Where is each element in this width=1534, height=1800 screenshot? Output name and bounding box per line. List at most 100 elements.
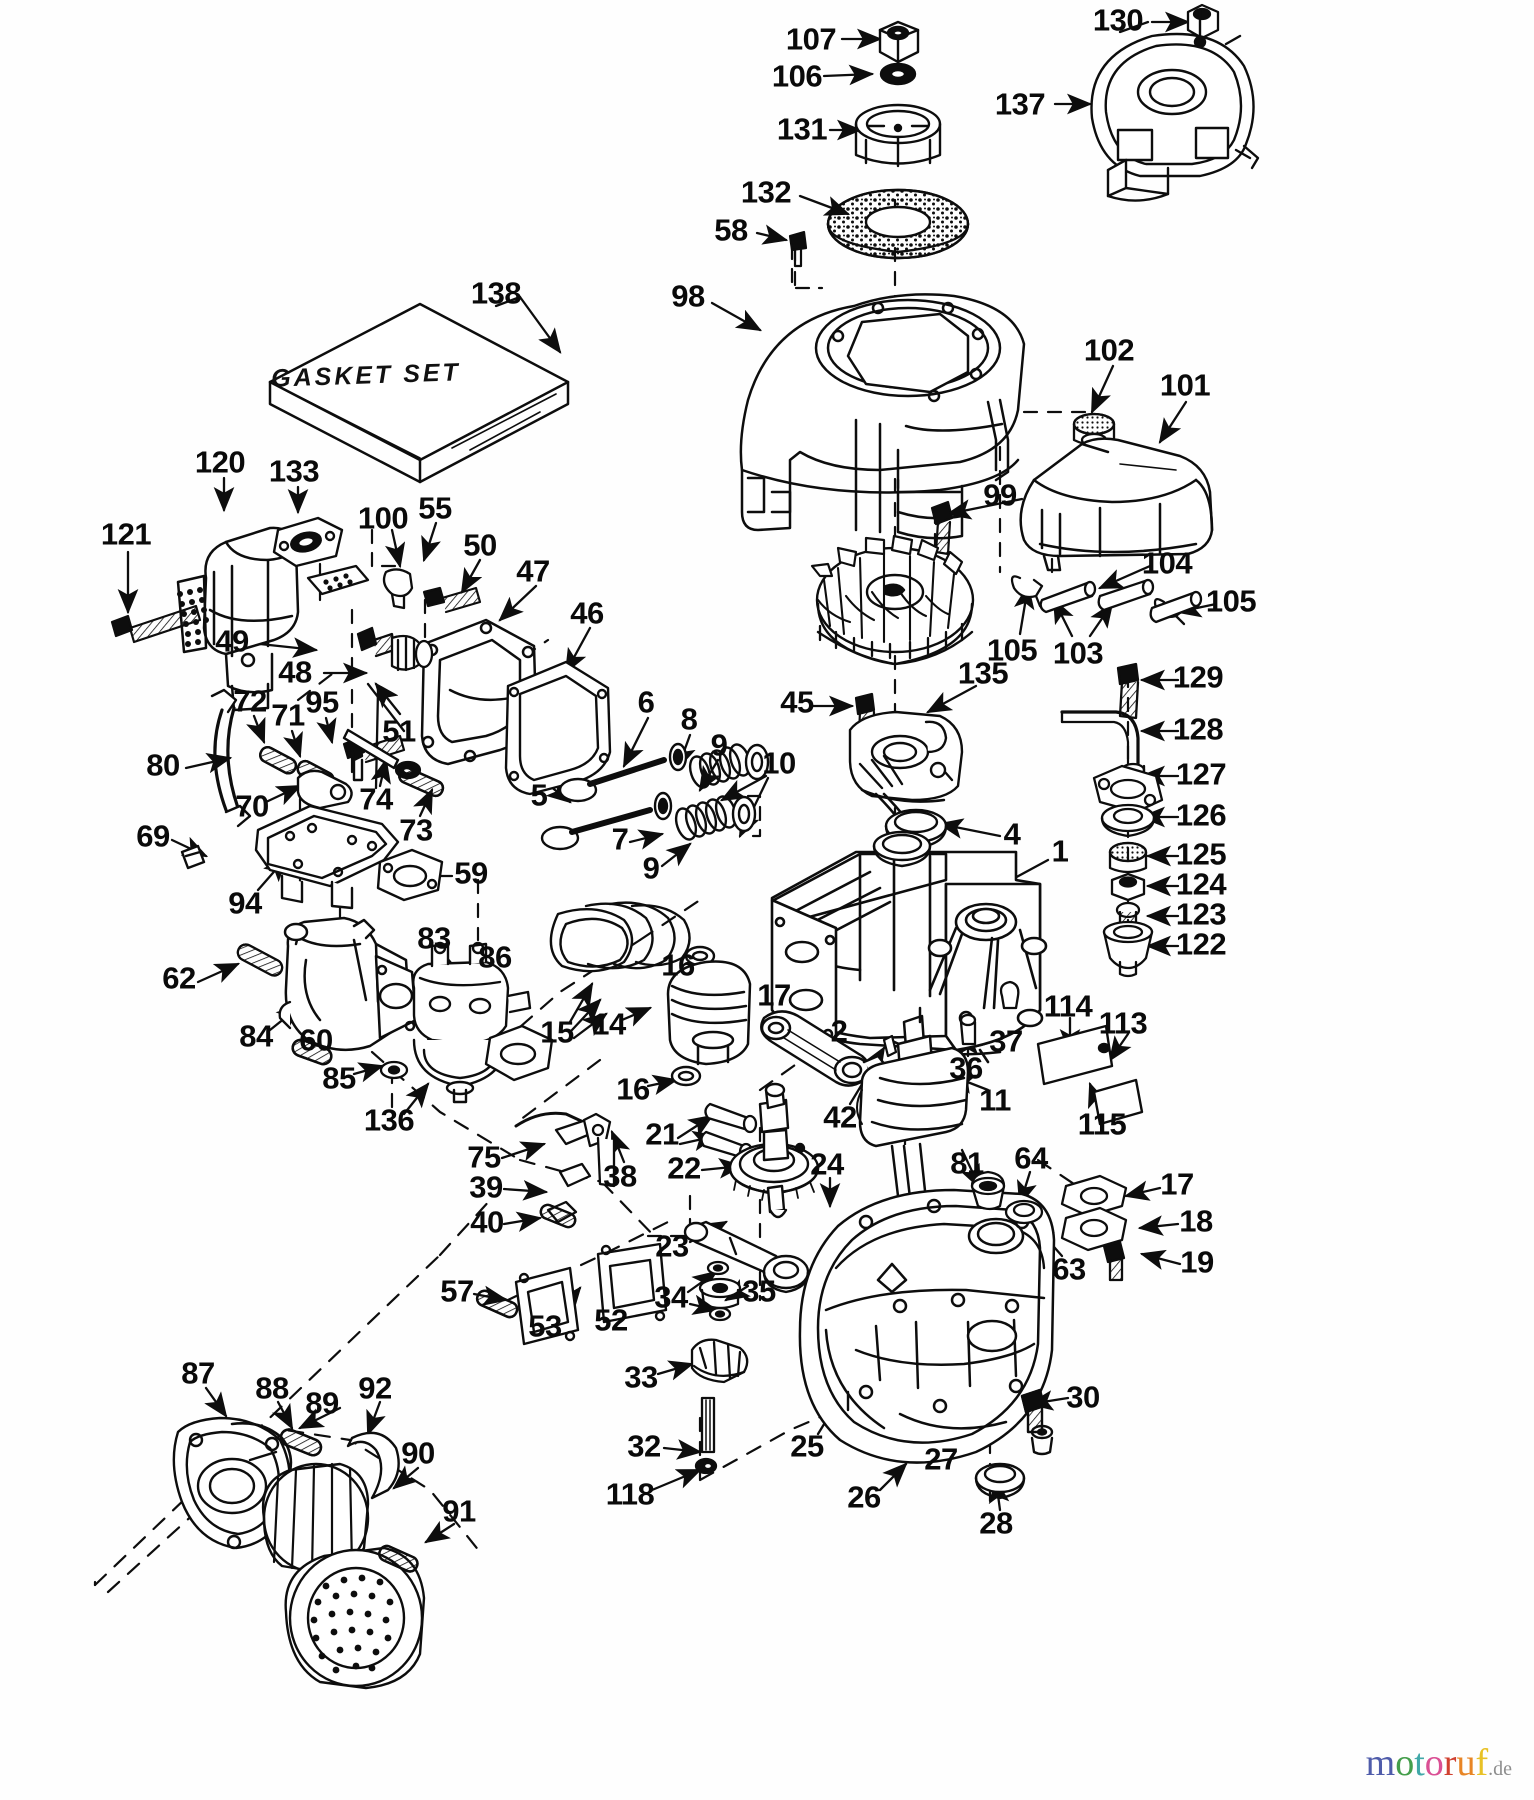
callout-number-19: 19 — [1180, 1244, 1214, 1280]
callout-number-24: 24 — [810, 1146, 844, 1182]
callout-number-100: 100 — [357, 500, 409, 536]
callout-number-73: 73 — [399, 812, 433, 848]
callout-number-7: 7 — [611, 821, 629, 857]
callout-number-17: 17 — [757, 977, 791, 1013]
callout-number-21: 21 — [645, 1116, 679, 1152]
callout-number-83: 83 — [417, 920, 451, 956]
callout-number-46: 46 — [570, 595, 604, 631]
callout-number-138: 138 — [470, 275, 522, 311]
callout-number-104: 104 — [1141, 545, 1193, 581]
callout-number-91: 91 — [442, 1493, 476, 1529]
callout-number-99: 99 — [983, 477, 1017, 513]
watermark-letter-0: m — [1365, 1742, 1396, 1784]
motoruf-watermark: motoruf.de — [1366, 1744, 1512, 1782]
callout-number-32: 32 — [627, 1428, 661, 1464]
callout-number-95: 95 — [305, 684, 339, 720]
watermark-tld: .de — [1488, 1758, 1512, 1780]
callout-number-131: 131 — [776, 111, 828, 147]
callout-number-63: 63 — [1052, 1251, 1086, 1287]
callout-number-53: 53 — [528, 1308, 562, 1344]
watermark-letter-6: f — [1475, 1742, 1489, 1784]
callout-number-51: 51 — [382, 713, 416, 749]
callout-number-38: 38 — [603, 1158, 637, 1194]
callout-number-94: 94 — [228, 885, 262, 921]
callout-number-28: 28 — [979, 1505, 1013, 1541]
callout-number-106: 106 — [771, 58, 823, 94]
callout-number-45: 45 — [780, 684, 814, 720]
callout-number-25: 25 — [790, 1428, 824, 1464]
callout-number-11: 11 — [979, 1082, 1011, 1118]
callout-number-17: 17 — [1160, 1166, 1194, 1202]
watermark-letter-2: t — [1414, 1742, 1425, 1784]
callout-number-35: 35 — [742, 1273, 776, 1309]
callout-number-127: 127 — [1175, 756, 1227, 792]
callout-number-49: 49 — [215, 623, 249, 659]
callout-number-48: 48 — [278, 654, 312, 690]
watermark-letter-1: o — [1395, 1742, 1415, 1784]
callout-number-135: 135 — [957, 655, 1009, 691]
callout-number-107: 107 — [785, 21, 837, 57]
callout-number-22: 22 — [667, 1150, 701, 1186]
callout-number-105: 105 — [1205, 583, 1257, 619]
callout-number-90: 90 — [401, 1435, 435, 1471]
callout-number-27: 27 — [924, 1441, 958, 1477]
callout-number-74: 74 — [359, 781, 393, 817]
callout-number-103: 103 — [1052, 635, 1104, 671]
callout-number-69: 69 — [136, 818, 170, 854]
callout-number-129: 129 — [1172, 659, 1224, 695]
callout-number-34: 34 — [654, 1279, 688, 1315]
callout-number-81: 81 — [950, 1145, 984, 1181]
callout-number-40: 40 — [470, 1204, 504, 1240]
callout-number-58: 58 — [714, 212, 748, 248]
callout-number-52: 52 — [594, 1302, 628, 1338]
callout-number-133: 133 — [268, 453, 320, 489]
callout-number-122: 122 — [1175, 926, 1227, 962]
callout-number-64: 64 — [1014, 1140, 1048, 1176]
callout-number-86: 86 — [478, 939, 512, 975]
callout-number-36: 36 — [949, 1050, 983, 1086]
callout-number-9: 9 — [710, 727, 728, 763]
callout-number-101: 101 — [1159, 367, 1211, 403]
callout-number-102: 102 — [1083, 332, 1135, 368]
callout-number-5: 5 — [530, 777, 548, 813]
callout-number-62: 62 — [162, 960, 196, 996]
callout-number-47: 47 — [516, 553, 550, 589]
callout-number-6: 6 — [637, 684, 655, 720]
callout-number-42: 42 — [823, 1099, 857, 1135]
callout-number-37: 37 — [989, 1023, 1023, 1059]
watermark-letter-5: u — [1456, 1742, 1476, 1784]
callout-number-87: 87 — [181, 1355, 215, 1391]
callout-number-39: 39 — [469, 1169, 503, 1205]
callout-number-59: 59 — [454, 855, 488, 891]
callout-number-71: 71 — [271, 697, 305, 733]
callout-number-55: 55 — [418, 490, 452, 526]
callout-number-75: 75 — [467, 1139, 501, 1175]
callout-number-130: 130 — [1092, 2, 1144, 38]
callout-number-136: 136 — [363, 1102, 415, 1138]
callout-number-30: 30 — [1066, 1379, 1100, 1415]
callout-number-120: 120 — [194, 444, 246, 480]
callout-number-124: 124 — [1175, 866, 1227, 902]
callout-number-105: 105 — [986, 632, 1038, 668]
callout-number-85: 85 — [322, 1060, 356, 1096]
callout-number-123: 123 — [1175, 896, 1227, 932]
callout-number-18: 18 — [1179, 1203, 1213, 1239]
callout-number-57: 57 — [440, 1273, 474, 1309]
callout-number-132: 132 — [740, 174, 792, 210]
callout-number-16: 16 — [616, 1071, 650, 1107]
callout-number-15: 15 — [540, 1014, 574, 1050]
callout-number-115: 115 — [1077, 1106, 1127, 1142]
callout-number-26: 26 — [847, 1479, 881, 1515]
callout-number-128: 128 — [1172, 711, 1224, 747]
callout-number-114: 114 — [1043, 988, 1093, 1024]
callout-number-113: 113 — [1098, 1005, 1148, 1041]
watermark-letter-3: o — [1424, 1742, 1444, 1784]
callout-number-2: 2 — [830, 1013, 848, 1049]
callout-number-89: 89 — [305, 1385, 339, 1421]
callout-number-23: 23 — [655, 1228, 689, 1264]
callout-number-80: 80 — [146, 747, 180, 783]
callout-number-10: 10 — [762, 745, 796, 781]
callout-number-84: 84 — [239, 1018, 273, 1054]
